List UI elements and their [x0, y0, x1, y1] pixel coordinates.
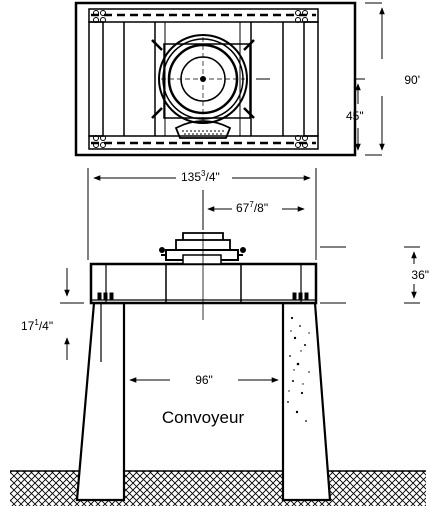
total-depth-label: 90'	[404, 73, 420, 87]
drive-unit	[159, 232, 246, 265]
half-depth-label: 45"	[346, 109, 364, 123]
clear-span-label: 96"	[195, 373, 213, 387]
ground-hatch	[10, 471, 426, 506]
drum-plan	[151, 34, 255, 139]
height-dimensions: 36" 171/4" 96"	[21, 246, 429, 387]
plan-beam-top	[88, 8, 319, 23]
plan-outline	[74, 1, 357, 157]
beam-height-label: 36"	[411, 268, 429, 282]
width-dimensions: 1353/4" 677/8"	[87, 168, 317, 260]
depth-dimensions: 90' 45"	[256, 2, 420, 156]
conveyor-label: Convoyeur	[162, 408, 245, 427]
column-offset-label: 171/4"	[21, 318, 53, 333]
support-beam	[89, 262, 318, 305]
plan-view	[74, 1, 357, 157]
half-width-label: 677/8"	[236, 200, 268, 215]
total-width-label: 1353/4"	[181, 169, 220, 184]
elevation-view	[10, 232, 426, 506]
plan-beam-bottom	[88, 135, 319, 150]
right-column	[281, 301, 332, 502]
